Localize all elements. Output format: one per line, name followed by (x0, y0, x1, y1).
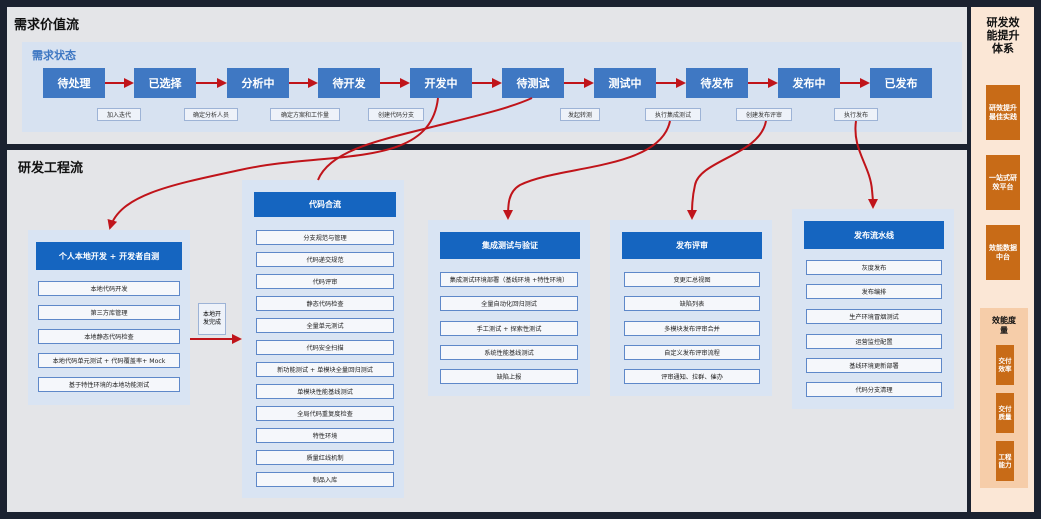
list-item: 手工测试 + 探索性测试 (440, 321, 578, 336)
tag-add-iteration: 加入迭代 (97, 108, 141, 121)
state-analyzing: 分析中 (227, 68, 289, 98)
tag-assign-analyst: 确定分析人员 (184, 108, 238, 121)
list-item: 生产环境冒烟测试 (806, 309, 942, 324)
list-item: 特性环境 (256, 428, 394, 443)
list-item: 代码评审 (256, 274, 394, 289)
state-to-release: 待发布 (686, 68, 748, 98)
list-item: 集成测试环境部署（基线环境 +特性环境） (440, 272, 578, 287)
list-item: 灰度发布 (806, 260, 942, 275)
list-item: 代码递交规范 (256, 252, 394, 267)
list-item: 评审通知、拉群、催办 (624, 369, 760, 384)
list-item: 本地静态代码检查 (38, 329, 180, 344)
tag-run-release: 执行发布 (834, 108, 878, 121)
list-item: 新功能测试 + 单模块全量回归测试 (256, 362, 394, 377)
value-stream-title: 需求价值流 (14, 18, 80, 33)
tag-submit-test: 发起转测 (560, 108, 600, 121)
list-item: 单模块性能基线测试 (256, 384, 394, 399)
list-item: 发布编排 (806, 284, 942, 299)
list-item: 代码分支清理 (806, 382, 942, 397)
state-testing: 测试中 (594, 68, 656, 98)
card-release-review-title: 发布评审 (622, 232, 762, 259)
list-item: 基于特性环境的本地功能测试 (38, 377, 180, 392)
flow-arrow-to-integration (503, 120, 671, 220)
list-item: 缺陷列表 (624, 296, 760, 311)
state-pending: 待处理 (43, 68, 105, 98)
list-item: 基线环境更新部署 (806, 358, 942, 373)
list-item: 系统性能基线测试 (440, 345, 578, 360)
flow-arrow-to-local-dev (107, 97, 439, 230)
local-done-label: 本地开发完成 (198, 303, 226, 335)
list-item: 运营监控配置 (806, 334, 942, 349)
list-item: 全局代码重复度检查 (256, 406, 394, 421)
flow-arrow-to-pipeline (854, 120, 878, 209)
tag-create-branch: 创建代码分支 (368, 108, 424, 121)
list-item: 自定义发布评审流程 (624, 345, 760, 360)
list-item: 缺陷上报 (440, 369, 578, 384)
state-developing: 开发中 (410, 68, 472, 98)
metric-engineering-capability: 工程能力 (996, 441, 1014, 481)
list-item: 第三方库管理 (38, 305, 180, 320)
engineering-stream-title: 研发工程流 (18, 161, 84, 176)
flow-arrow-to-review (687, 120, 767, 220)
state-to-test: 待测试 (502, 68, 564, 98)
metrics-title: 效能度量 (992, 316, 1016, 335)
list-item: 分支规范与管理 (256, 230, 394, 245)
list-item: 代码安全扫描 (256, 340, 394, 355)
list-item: 制品入库 (256, 472, 394, 487)
card-integration-test-title: 集成测试与验证 (440, 232, 580, 259)
state-selected: 已选择 (134, 68, 196, 98)
flow-arrow-merge-to-test (317, 97, 533, 181)
status-title: 需求状态 (32, 49, 76, 62)
list-item: 变更汇总视图 (624, 272, 760, 287)
metric-delivery-efficiency: 交付效率 (996, 345, 1014, 385)
efficiency-system-title: 研发效能提升体系 (986, 16, 1020, 55)
state-to-develop: 待开发 (318, 68, 380, 98)
list-item: 静态代码检查 (256, 296, 394, 311)
card-local-dev-title: 个人本地开发 + 开发者自测 (36, 242, 182, 270)
list-item: 质量红线机制 (256, 450, 394, 465)
state-releasing: 发布中 (778, 68, 840, 98)
state-released: 已发布 (870, 68, 932, 98)
list-item: 本地代码单元测试 + 代码覆盖率+ Mock (38, 353, 180, 368)
list-item: 多模块发布评审合并 (624, 321, 760, 336)
card-code-merge-title: 代码合流 (254, 192, 396, 217)
list-item: 全量单元测试 (256, 318, 394, 333)
card-release-pipeline-title: 发布流水线 (804, 221, 944, 249)
data-center-box: 效能数据中台 (986, 225, 1020, 280)
metric-delivery-quality: 交付质量 (996, 393, 1014, 433)
tag-confirm-plan: 确定方案和工作量 (270, 108, 340, 121)
tag-create-review: 创建发布评审 (736, 108, 792, 121)
list-item: 全量自动化回归测试 (440, 296, 578, 311)
tag-run-integration: 执行集成测试 (645, 108, 701, 121)
platform-box: 一站式研效平台 (986, 155, 1020, 210)
best-practice-box: 研效提升最佳实践 (986, 85, 1020, 140)
list-item: 本地代码开发 (38, 281, 180, 296)
